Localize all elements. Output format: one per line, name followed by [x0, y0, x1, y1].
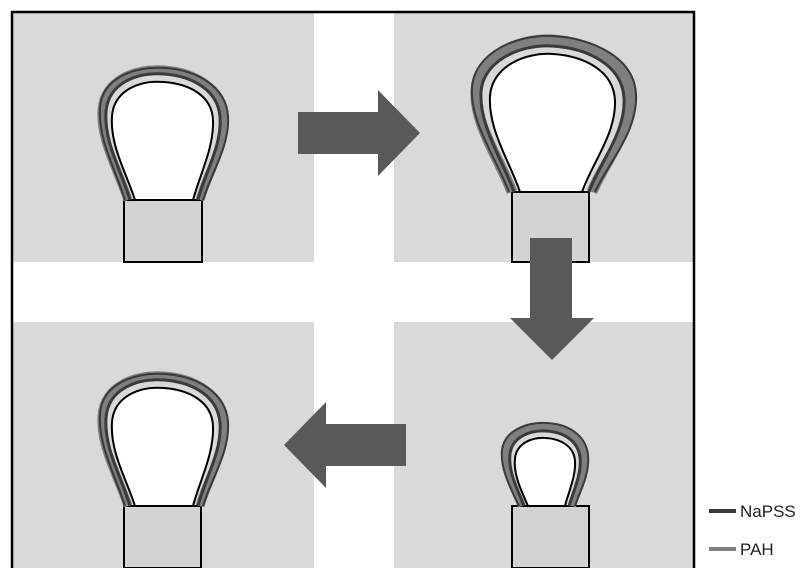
napss-layer: [500, 421, 590, 507]
pah-layer: [97, 65, 229, 202]
bubble-interior: [513, 436, 577, 507]
arrow-down: [510, 238, 594, 360]
napss-layer: [479, 44, 626, 193]
napss-layer: [104, 378, 222, 507]
bubble-interior: [488, 52, 617, 193]
arrow-left: [284, 402, 406, 488]
legend-label-napss: NaPSS: [740, 502, 796, 521]
frame-border: [10, 10, 696, 568]
legend: NaPSS PAH: [709, 502, 796, 559]
napss-layer: [98, 372, 230, 507]
pah-layer: [501, 422, 589, 508]
bubble-bottom-left: [97, 371, 230, 568]
napss-layer: [98, 66, 230, 201]
capillary-tube: [123, 505, 202, 568]
capillary-tube: [123, 199, 203, 263]
pah-layer: [97, 371, 229, 508]
napss-layer: [470, 34, 638, 193]
arrow-right: [298, 90, 420, 176]
capillary-tube: [511, 505, 590, 568]
pah-layer: [470, 34, 636, 195]
bubble-bottom-right: [500, 421, 590, 568]
bubble-interior: [110, 386, 215, 507]
napss-layer: [104, 72, 222, 201]
bubble-top-left: [97, 65, 230, 263]
bubble-top-right: [470, 34, 638, 263]
napss-layer: [508, 429, 582, 507]
process-arrows: [284, 90, 594, 488]
legend-label-pah: PAH: [740, 540, 774, 559]
bubble-interior: [110, 80, 215, 201]
